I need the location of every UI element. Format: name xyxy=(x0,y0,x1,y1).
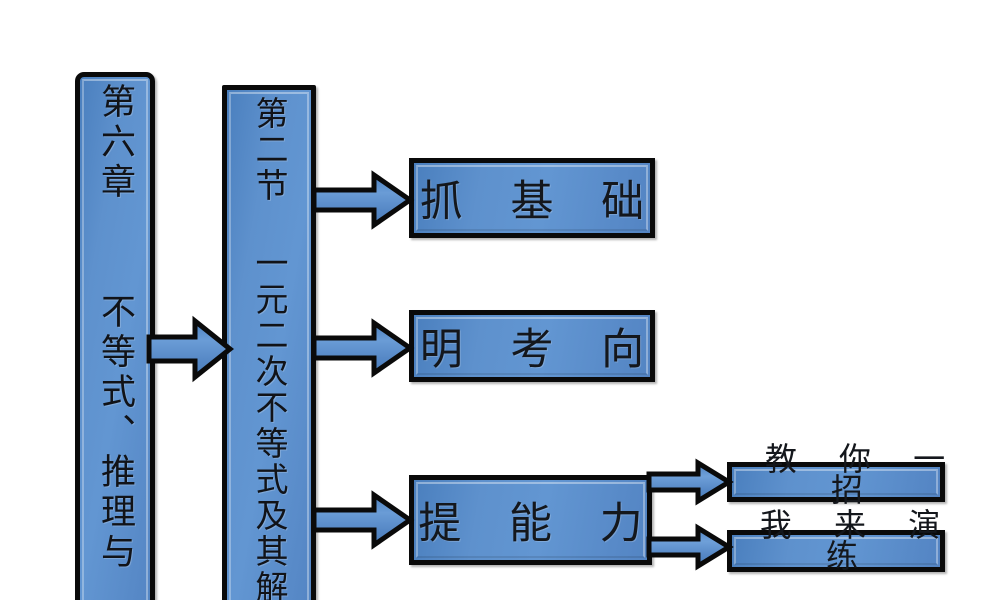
node-bevel xyxy=(734,537,938,565)
arrow-chapter-to-section xyxy=(146,315,235,383)
node-branch2-label: 明 考 向 xyxy=(419,325,662,375)
node-section[interactable]: 第二节 一元二次不等式及其解 xyxy=(222,85,316,600)
node-branch-zhuajichu[interactable]: 抓 基 础 xyxy=(409,158,655,238)
node-leaf-jiaoniyizhao[interactable] xyxy=(727,462,945,502)
arrow-branch3-to-leaf1 xyxy=(646,458,734,506)
arrow-section-to-branch1 xyxy=(311,170,415,230)
node-section-label: 第二节 一元二次不等式及其解 xyxy=(249,96,289,600)
node-chapter[interactable]: 第六章 不等式、推理与 xyxy=(75,72,155,600)
arrow-branch3-to-leaf2 xyxy=(646,523,734,571)
node-branch3-label: 提 能 力 xyxy=(418,499,660,549)
node-bevel xyxy=(734,469,938,495)
arrow-section-to-branch2 xyxy=(311,318,415,378)
arrow-section-to-branch3 xyxy=(311,490,415,550)
node-leaf-wolaiyanlian[interactable] xyxy=(727,530,945,572)
node-branch-tinengli[interactable]: 提 能 力 xyxy=(409,475,652,565)
node-chapter-label: 第六章 不等式、推理与 xyxy=(95,83,136,573)
node-branch-mingkaoxiang[interactable]: 明 考 向 xyxy=(409,310,655,382)
node-branch1-label: 抓 基 础 xyxy=(419,177,662,227)
